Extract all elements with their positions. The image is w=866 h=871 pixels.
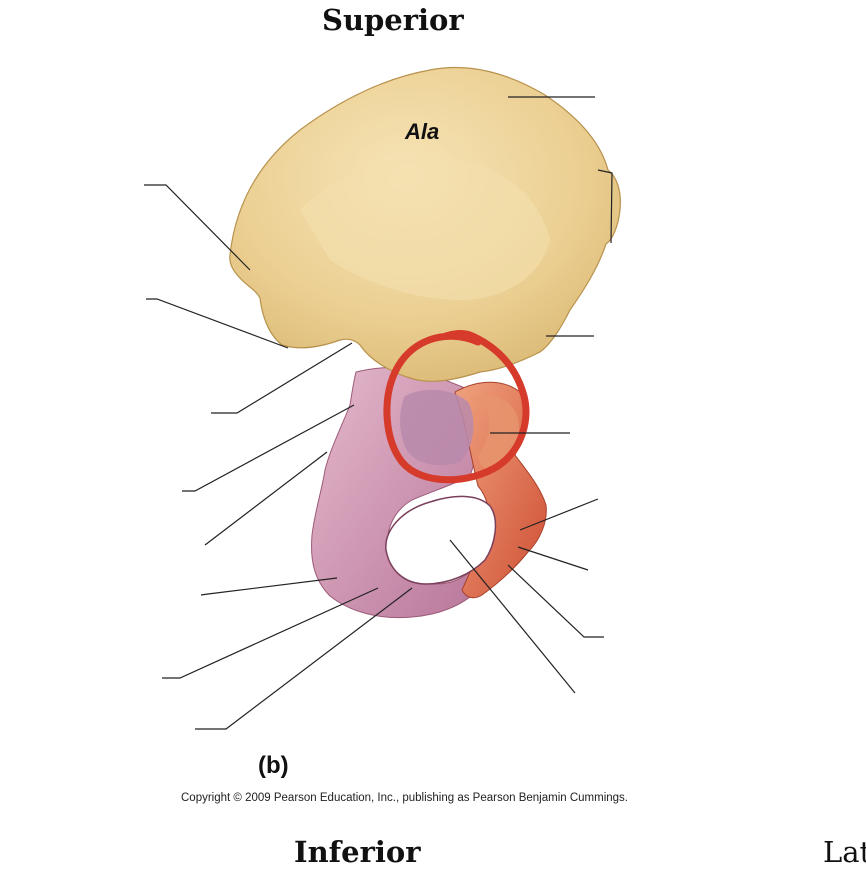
leader-body-pubis [517, 546, 589, 571]
leader-ischial-tuberosity [162, 587, 379, 679]
leader-lesser-sciatic-notch [200, 577, 338, 596]
leader-inferior-ramus [507, 564, 604, 638]
leader-greater-sciatic-notch [211, 342, 353, 414]
copyright-notice: Copyright © 2009 Pearson Education, Inc.… [181, 792, 628, 804]
leader-piis [146, 298, 289, 349]
superior-label: Superior [322, 3, 464, 37]
leader-asis [597, 169, 613, 244]
acetabulum-highlight-circle [383, 329, 530, 484]
iliac-fossa-shading [300, 157, 550, 300]
leader-obturator-foramen [449, 539, 576, 694]
ala-label: Ala [404, 119, 439, 144]
acetabulum-fossa [400, 389, 474, 466]
leader-body-ischium [182, 404, 355, 492]
leader-ischial-ramus [195, 587, 413, 730]
inferior-label: Inferior [294, 835, 421, 869]
leader-psis [144, 184, 251, 271]
lateral-label-partial: Lat [823, 835, 866, 869]
panel-label: (b) [258, 752, 289, 779]
leader-superior-ramus [519, 498, 599, 531]
leader-ischial-spine [204, 451, 328, 546]
